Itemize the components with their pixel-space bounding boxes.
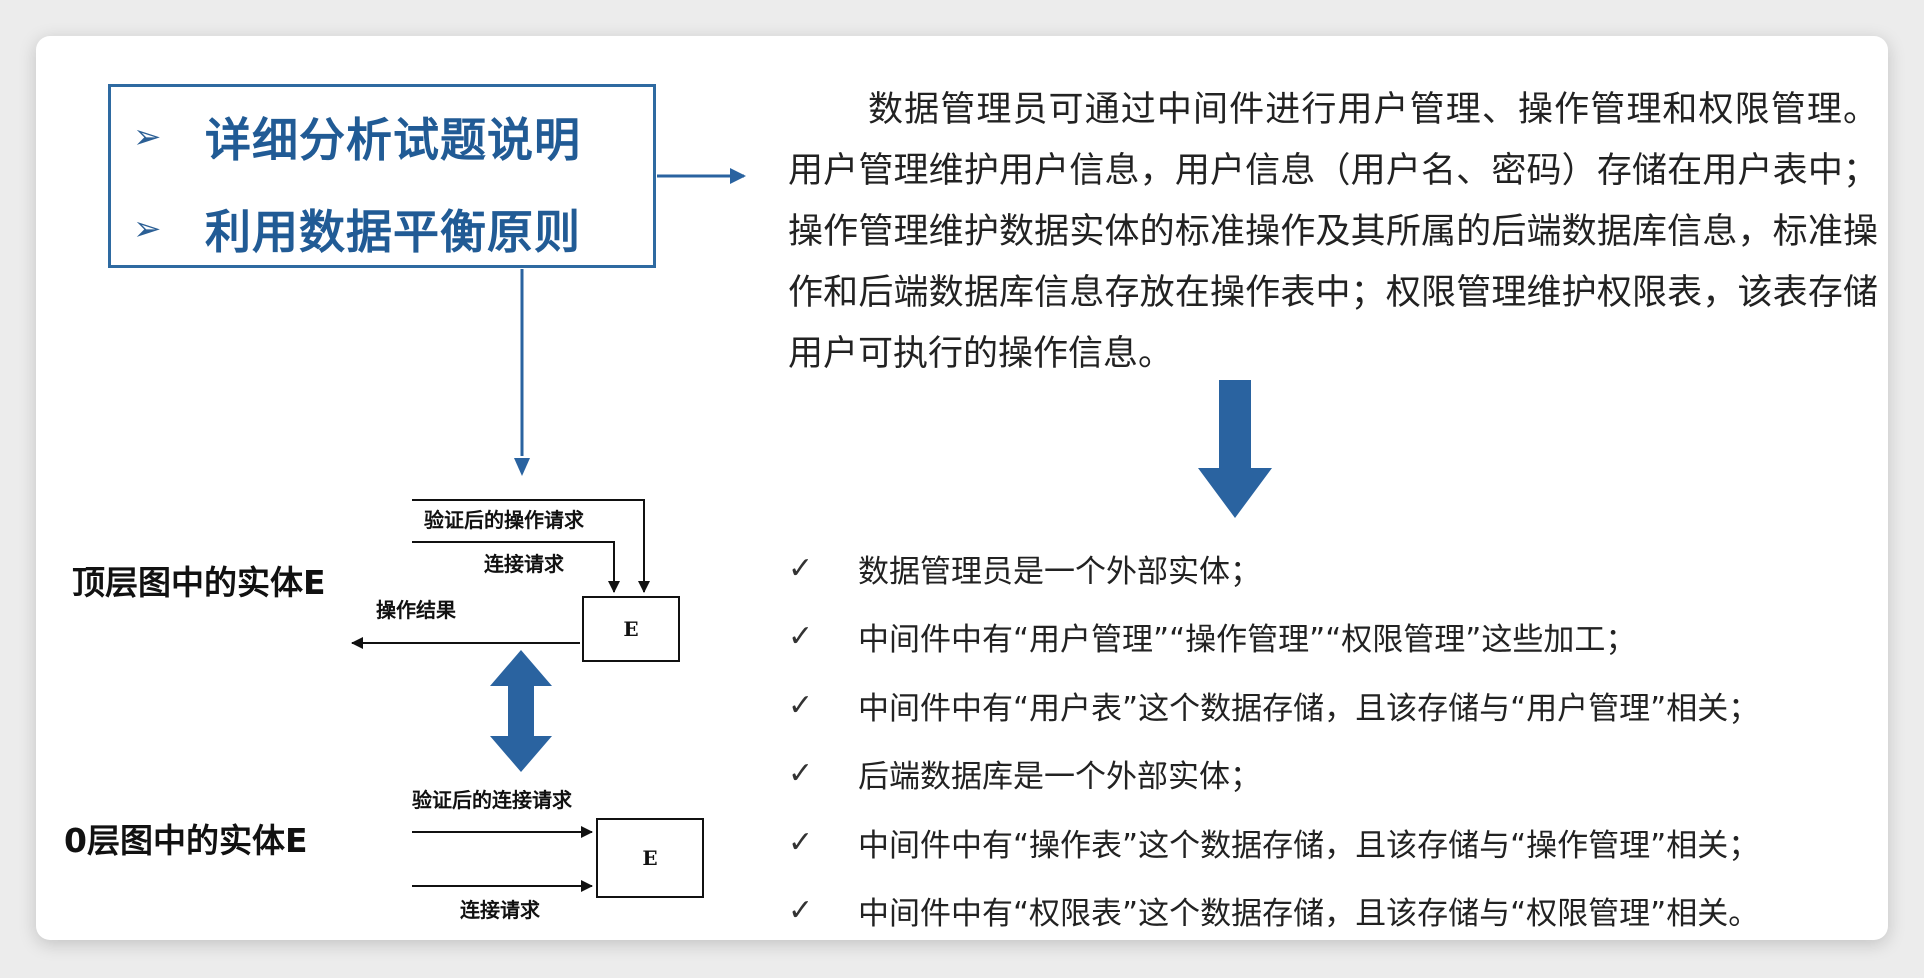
flow-label: 连接请求	[484, 552, 564, 576]
level0-diagram-label: 0层图中的实体E	[64, 821, 308, 860]
list-item: ✓ 中间件中有“用户管理”“操作管理”“权限管理”这些加工；	[788, 603, 1888, 672]
conclusion-text: 中间件中有“权限表”这个数据存储，且该存储与“权限管理”相关。	[858, 896, 1760, 933]
double-arrow-icon	[490, 650, 552, 772]
arrow-bullet-icon: ➢	[133, 209, 162, 249]
conclusion-text: 中间件中有“操作表”这个数据存储，且该存储与“操作管理”相关；	[858, 827, 1760, 864]
tip-item: ➢ 详细分析试题说明	[133, 107, 581, 167]
arrow-head-icon	[730, 168, 746, 184]
conclusion-list: ✓ 数据管理员是一个外部实体； ✓ 中间件中有“用户管理”“操作管理”“权限管理…	[788, 534, 1888, 940]
conclusion-text: 数据管理员是一个外部实体；	[858, 553, 1261, 590]
flow-label: 连接请求	[460, 898, 540, 922]
conclusion-text: 后端数据库是一个外部实体；	[858, 759, 1261, 796]
check-icon: ✓	[788, 756, 814, 792]
description-paragraph: 数据管理员可通过中间件进行用户管理、操作管理和权限管理。用户管理维护用户信息，用…	[788, 90, 1878, 374]
list-item: ✓ 后端数据库是一个外部实体；	[788, 740, 1888, 809]
diagram-connectors	[351, 168, 1272, 892]
entity-e-box: E	[596, 818, 704, 898]
tip-text: 利用数据平衡原则	[205, 205, 581, 259]
flow-label: 操作结果	[376, 598, 456, 622]
tip-text: 详细分析试题说明	[205, 113, 581, 167]
flow-label: 验证后的连接请求	[412, 788, 572, 812]
list-item: ✓ 数据管理员是一个外部实体；	[788, 534, 1888, 603]
big-down-arrow-icon	[1198, 380, 1272, 518]
slide: ➢ 详细分析试题说明 ➢ 利用数据平衡原则 数据管理员可通过中间件进行用户管理、…	[36, 36, 1888, 940]
flow-label: 验证后的操作请求	[424, 508, 584, 532]
check-icon: ✓	[788, 550, 814, 586]
conclusion-text: 中间件中有“用户表”这个数据存储，且该存储与“用户管理”相关；	[858, 690, 1760, 727]
conclusion-text: 中间件中有“用户管理”“操作管理”“权限管理”这些加工；	[858, 622, 1637, 659]
list-item: ✓ 中间件中有“操作表”这个数据存储，且该存储与“操作管理”相关；	[788, 808, 1888, 877]
tip-item: ➢ 利用数据平衡原则	[133, 199, 581, 259]
entity-e-box: E	[582, 596, 680, 662]
flow-line-validated-request	[412, 499, 650, 593]
list-item: ✓ 中间件中有“用户表”这个数据存储，且该存储与“用户管理”相关；	[788, 671, 1888, 740]
arrow-head-icon	[514, 458, 530, 476]
top-diagram-label: 顶层图中的实体E	[72, 563, 326, 602]
check-icon: ✓	[788, 824, 814, 860]
check-icon: ✓	[788, 687, 814, 723]
list-item: ✓ 中间件中有“权限表”这个数据存储，且该存储与“权限管理”相关。	[788, 877, 1888, 941]
check-icon: ✓	[788, 893, 814, 929]
flow-line-connect-request	[412, 541, 620, 593]
arrow-bullet-icon: ➢	[133, 117, 162, 157]
check-icon: ✓	[788, 619, 814, 655]
tips-box: ➢ 详细分析试题说明 ➢ 利用数据平衡原则	[108, 84, 656, 268]
